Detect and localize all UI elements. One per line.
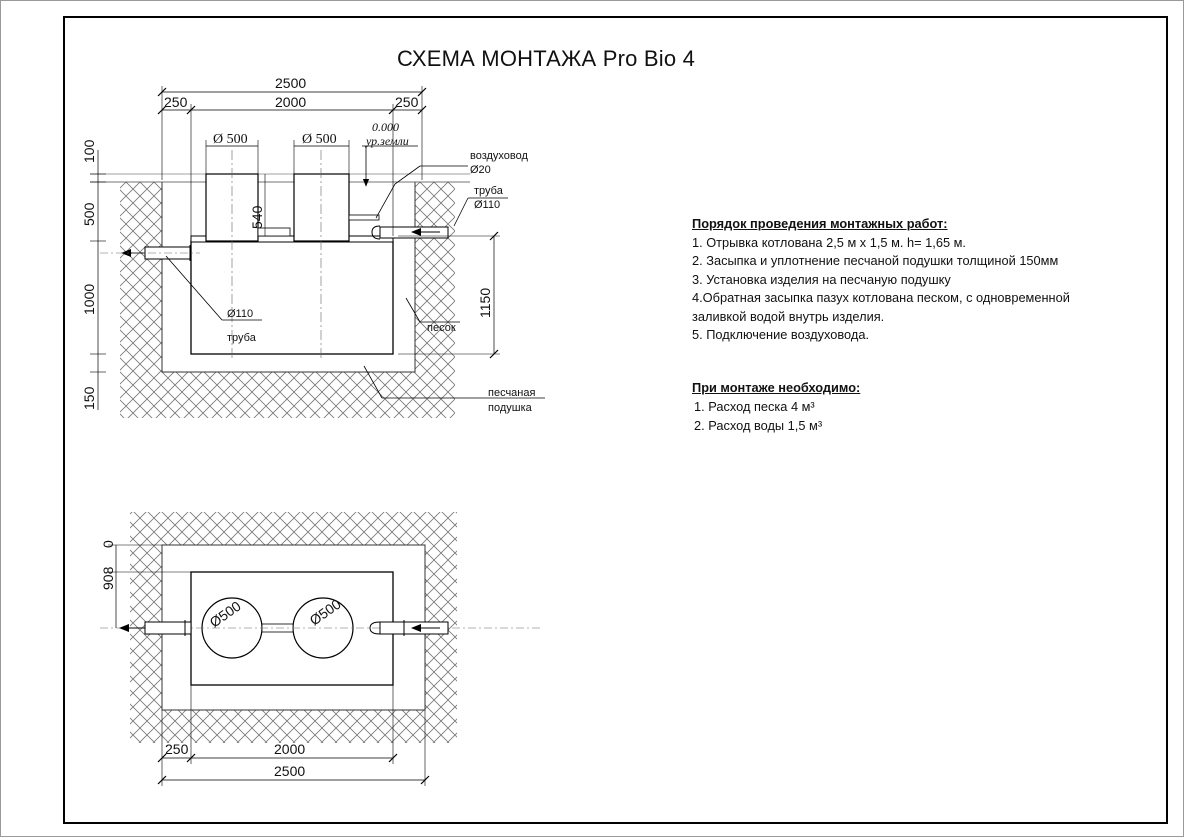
hatch-diameter-2: Ø 500 <box>302 132 337 147</box>
dim-right-top: 250 <box>395 94 419 110</box>
label-vozdukhovod: воздуховод <box>470 150 529 162</box>
plan-view: 0 908 Ø500 Ø500 250 2000 2500 <box>100 512 540 786</box>
body-height-dim: 1150 <box>477 288 493 318</box>
vdim-500: 500 <box>81 202 97 226</box>
label-pesok: песок <box>427 322 456 334</box>
installation-step: 1. Отрывка котлована 2,5 м х 1,5 м. h= 1… <box>692 234 966 250</box>
plan-vdim-908: 908 <box>100 566 116 590</box>
soil-hatch-plan <box>130 512 457 743</box>
level-label: ур.земли <box>365 134 409 148</box>
level-value: 0.000 <box>372 120 399 134</box>
label-truba-in: труба <box>474 185 504 197</box>
label-truba-in-d: Ø110 <box>474 199 500 211</box>
requirements: При монтаже необходимо: 1. Расход песка … <box>692 378 860 435</box>
plan-dim-middle: 2000 <box>274 741 305 757</box>
vdim-100: 100 <box>81 139 97 163</box>
plan-dim-left: 250 <box>165 741 189 757</box>
label-truba-out-d: Ø110 <box>227 308 253 320</box>
installation-step: 5. Подключение воздуховода. <box>692 327 870 342</box>
tank-body <box>190 240 394 355</box>
page-title: СХЕМА МОНТАЖА Pro Bio 4 <box>397 46 696 71</box>
dim-middle-top: 2000 <box>275 94 306 110</box>
vdim-150: 150 <box>81 386 97 410</box>
label-vozdukhovod-d: Ø20 <box>470 164 491 176</box>
plan-vdim-0: 0 <box>100 540 116 548</box>
hatch-diameter-1: Ø 500 <box>213 132 248 147</box>
label-podushka-2: подушка <box>488 402 533 414</box>
installation-step: 4.Обратная засыпка пазух котлована песко… <box>692 290 1070 305</box>
dim-left-top: 250 <box>164 94 188 110</box>
installation-step: 2. Засыпка и уплотнение песчаной подушки… <box>692 253 1059 268</box>
air-duct <box>348 214 380 221</box>
soil-hatch-section <box>120 182 455 418</box>
drawing-frame <box>63 16 1168 824</box>
neck-height-dim: 540 <box>249 205 265 229</box>
tank-neck-right <box>293 173 350 242</box>
section-view: 2500 250 2000 250 Ø 500 Ø 500 0.000 ур.з… <box>81 75 545 418</box>
label-truba-out: труба <box>227 332 257 344</box>
requirement-item: 2. Расход воды 1,5 м³ <box>694 418 823 433</box>
vdim-1000: 1000 <box>81 284 97 315</box>
plan-dim-total: 2500 <box>274 763 305 779</box>
label-podushka-1: песчаная <box>488 387 535 399</box>
requirement-item: 1. Расход песка 4 м³ <box>694 399 815 414</box>
installation-step: заливкой водой внутрь изделия. <box>692 308 885 324</box>
requirements-heading: При монтаже необходимо: <box>692 380 861 395</box>
installation-heading: Порядок проведения монтажных работ: <box>692 216 948 231</box>
installation-steps: Порядок проведения монтажных работ: 1. О… <box>692 215 1070 345</box>
installation-step: 3. Установка изделия на песчаную подушку <box>692 271 951 287</box>
dim-total-top: 2500 <box>275 75 306 91</box>
